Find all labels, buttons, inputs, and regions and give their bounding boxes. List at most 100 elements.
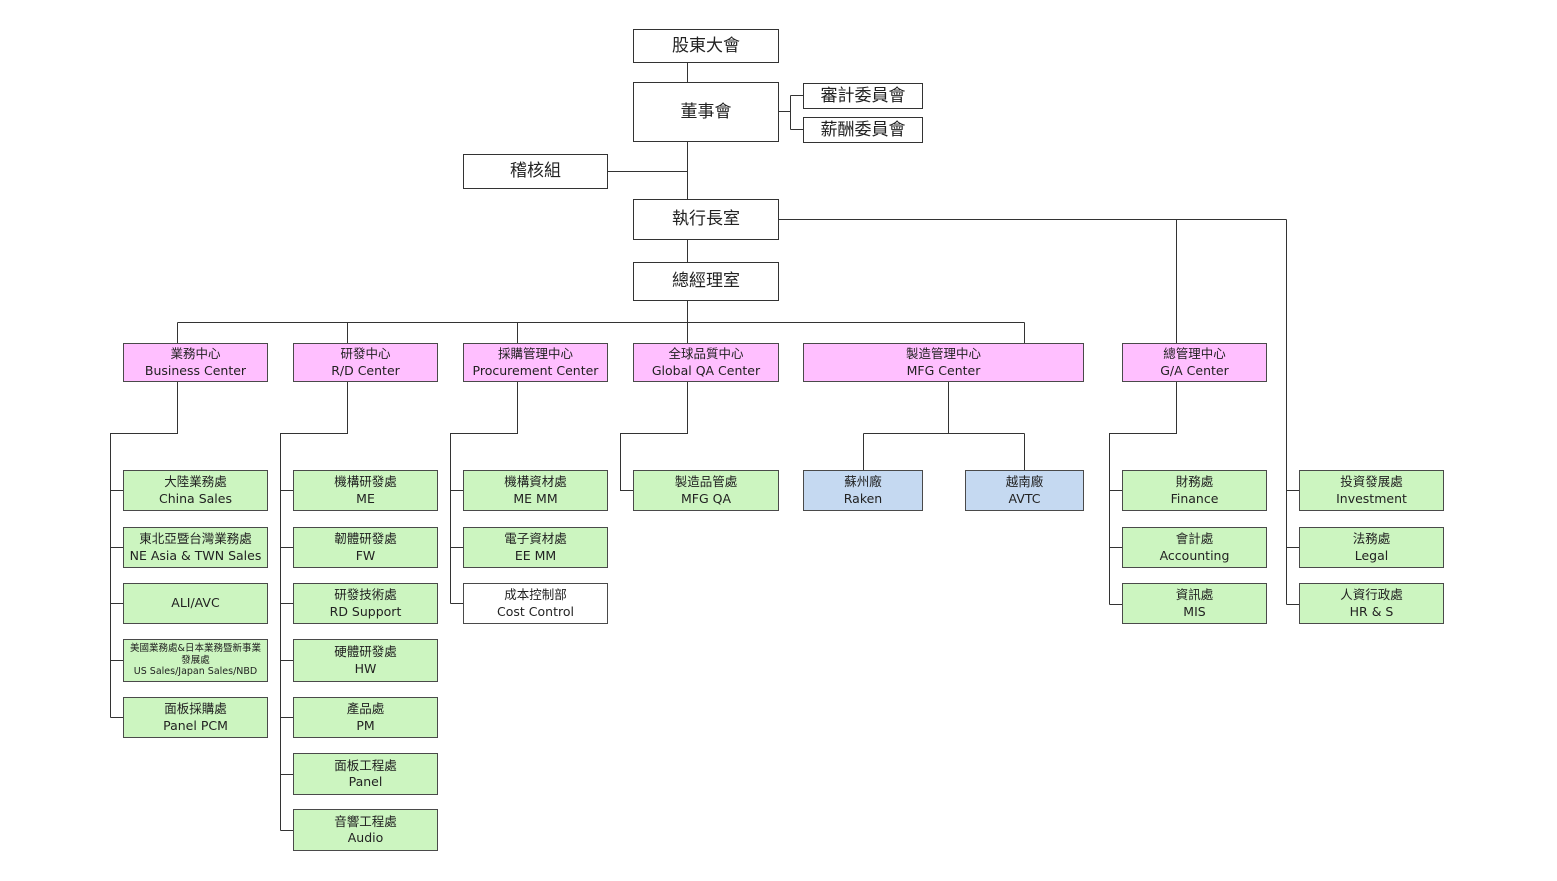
unit-zh-label: 機構研發處 — [334, 474, 397, 490]
unit-en-label: ME MM — [513, 490, 558, 506]
unit-zh-label: 產品處 — [346, 701, 385, 717]
unit-zh-label: 美國業務處&日本業務暨新事業發展處 — [130, 642, 261, 666]
raken-plant-box: 蘇州廠 Raken — [803, 470, 923, 511]
me-box: 機構研發處 ME — [293, 470, 438, 511]
gm-office-box: 總經理室 — [633, 262, 779, 301]
center-en-label: Global QA Center — [651, 362, 761, 378]
accounting-box: 會計處 Accounting — [1122, 527, 1267, 568]
unit-en-label: ME — [356, 490, 375, 506]
rd-support-box: 研發技術處 RD Support — [293, 583, 438, 624]
ee-mm-box: 電子資材處 EE MM — [463, 527, 608, 568]
unit-en-label: Finance — [1170, 490, 1219, 506]
center-en-label: G/A Center — [1160, 362, 1229, 378]
unit-en-label: Cost Control — [497, 603, 574, 619]
unit-en-label: EE MM — [514, 547, 557, 563]
hw-box: 硬體研發處 HW — [293, 639, 438, 682]
unit-zh-label: 研發技術處 — [334, 587, 397, 603]
unit-zh-label: 法務處 — [1352, 531, 1391, 547]
compensation-committee-label: 薪酬委員會 — [820, 119, 906, 140]
site-en-label: Raken — [843, 490, 883, 506]
unit-zh-label: 會計處 — [1175, 531, 1214, 547]
unit-zh-label: 音響工程處 — [334, 813, 397, 829]
center-zh-label: 研發中心 — [340, 346, 391, 362]
site-en-label: AVTC — [1008, 490, 1041, 506]
unit-zh-label: 投資發展處 — [1340, 474, 1403, 490]
unit-en-label: PM — [356, 717, 375, 733]
unit-zh-label: 東北亞暨台灣業務處 — [139, 531, 252, 547]
gm-office-label: 總經理室 — [672, 271, 740, 292]
internal-audit-box: 稽核組 — [463, 154, 608, 189]
site-zh-label: 蘇州廠 — [844, 474, 882, 490]
unit-en-label: NE Asia & TWN Sales — [129, 547, 262, 563]
unit-zh-label: 資訊處 — [1175, 587, 1214, 603]
panel-pcm-box: 面板採購處 Panel PCM — [123, 697, 268, 738]
unit-zh-label: 電子資材處 — [504, 531, 567, 547]
center-en-label: Procurement Center — [472, 362, 599, 378]
unit-en-label: Audio — [347, 830, 384, 845]
unit-zh-label: 成本控制部 — [504, 587, 567, 603]
investment-box: 投資發展處 Investment — [1299, 470, 1444, 511]
board-of-directors-box: 董事會 — [633, 82, 779, 142]
finance-box: 財務處 Finance — [1122, 470, 1267, 511]
unit-zh-label: 人資行政處 — [1340, 587, 1403, 603]
center-zh-label: 業務中心 — [170, 346, 221, 362]
center-zh-label: 製造管理中心 — [905, 346, 981, 362]
global-qa-center-box: 全球品質中心 Global QA Center — [633, 343, 779, 382]
unit-en-label: MFG QA — [680, 490, 732, 506]
avtc-plant-box: 越南廠 AVTC — [965, 470, 1084, 511]
unit-zh-label: 財務處 — [1175, 474, 1214, 490]
unit-zh-label: 機構資材處 — [504, 474, 567, 490]
unit-en-label: MIS — [1183, 603, 1206, 619]
unit-zh-label: 製造品管處 — [674, 474, 738, 490]
panel-box: 面板工程處 Panel — [293, 753, 438, 795]
pm-box: 產品處 PM — [293, 697, 438, 738]
compensation-committee-box: 薪酬委員會 — [803, 117, 923, 143]
business-center-box: 業務中心 Business Center — [123, 343, 268, 382]
unit-en-label: HW — [354, 660, 377, 676]
unit-zh-label: 面板採購處 — [164, 701, 227, 717]
center-en-label: Business Center — [144, 362, 247, 378]
unit-zh-label: 硬體研發處 — [334, 644, 397, 660]
unit-en-label: RD Support — [329, 603, 402, 619]
unit-en-label: China Sales — [159, 490, 232, 506]
center-zh-label: 總管理中心 — [1163, 346, 1226, 362]
unit-en-label: Panel — [348, 774, 383, 789]
fw-box: 韌體研發處 FW — [293, 527, 438, 568]
unit-zh-label: 韌體研發處 — [334, 531, 397, 547]
me-mm-box: 機構資材處 ME MM — [463, 470, 608, 511]
center-en-label: MFG Center — [906, 362, 981, 378]
mfg-center-box: 製造管理中心 MFG Center — [803, 343, 1084, 382]
audit-committee-box: 審計委員會 — [803, 83, 923, 109]
procurement-center-box: 採購管理中心 Procurement Center — [463, 343, 608, 382]
ne-asia-twn-sales-box: 東北亞暨台灣業務處 NE Asia & TWN Sales — [123, 527, 268, 568]
mis-box: 資訊處 MIS — [1122, 583, 1267, 624]
unit-en-label: Panel PCM — [163, 717, 228, 733]
china-sales-box: 大陸業務處 China Sales — [123, 470, 268, 511]
shareholders-meeting-label: 股東大會 — [672, 35, 740, 56]
center-en-label: R/D Center — [331, 362, 400, 378]
ceo-office-label: 執行長室 — [672, 209, 740, 230]
board-of-directors-label: 董事會 — [680, 101, 732, 122]
shareholders-meeting-box: 股東大會 — [633, 29, 779, 63]
ga-center-box: 總管理中心 G/A Center — [1122, 343, 1267, 382]
unit-en-label: Investment — [1336, 490, 1407, 506]
mfg-qa-box: 製造品管處 MFG QA — [633, 470, 779, 511]
ali-avc-box: ALI/AVC — [123, 583, 268, 624]
audio-box: 音響工程處 Audio — [293, 809, 438, 851]
unit-en-label: Accounting — [1159, 547, 1230, 563]
unit-zh-label: 面板工程處 — [334, 757, 397, 773]
unit-zh-label: 大陸業務處 — [164, 474, 227, 490]
ceo-office-box: 執行長室 — [633, 199, 779, 240]
center-zh-label: 採購管理中心 — [497, 346, 573, 362]
unit-en-label: HR & S — [1349, 603, 1394, 619]
center-zh-label: 全球品質中心 — [668, 346, 744, 362]
cost-control-box: 成本控制部 Cost Control — [463, 583, 608, 624]
site-zh-label: 越南廠 — [1005, 474, 1044, 490]
audit-committee-label: 審計委員會 — [820, 85, 906, 106]
unit-en-label: ALI/AVC — [171, 595, 220, 611]
us-japan-sales-nbd-box: 美國業務處&日本業務暨新事業發展處 US Sales/Japan Sales/N… — [123, 639, 268, 682]
legal-box: 法務處 Legal — [1299, 527, 1444, 568]
unit-en-label: FW — [355, 547, 376, 563]
unit-en-label: US Sales/Japan Sales/NBD — [133, 666, 258, 678]
